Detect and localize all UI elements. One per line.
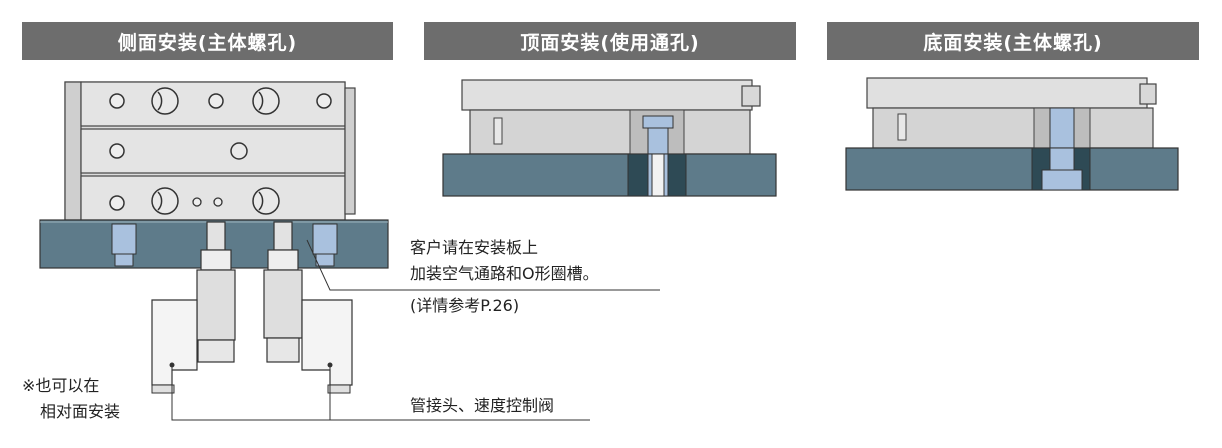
fittings-note: 管接头、速度控制阀	[410, 396, 555, 415]
plate-note-line1: 客户请在安装板上	[410, 238, 539, 257]
side-mount-illustration	[39, 81, 660, 421]
opposite-mount-note-line2: 相对面安装	[40, 402, 121, 421]
reference-note: (详情参考P.26)	[410, 296, 520, 315]
top-mount-banner: 顶面安装(使用通孔)	[424, 22, 796, 60]
opposite-mount-note-line1: ※也可以在	[22, 376, 100, 395]
top-mount-illustration	[442, 79, 777, 197]
bottom-mount-illustration	[845, 77, 1179, 191]
plate-note-line2: 加装空气通路和O形圈槽。	[410, 264, 599, 283]
bottom-mount-banner: 底面安装(主体螺孔)	[827, 22, 1199, 60]
side-mount-banner: 侧面安装(主体螺孔)	[22, 22, 393, 60]
